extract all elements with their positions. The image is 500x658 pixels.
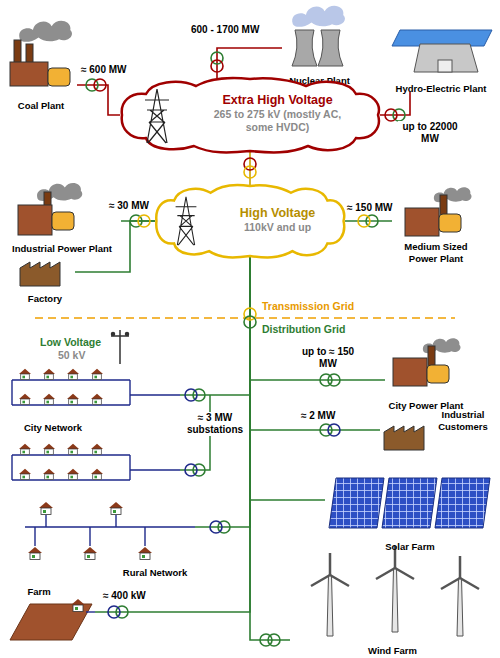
industrial-plant-icon (18, 183, 82, 235)
node-label: Farm (17, 586, 61, 598)
text-box: High Voltage110kV and up (220, 206, 335, 234)
node-label: Medium Sized Power Plant (396, 241, 476, 265)
farm: Farm (5, 586, 95, 648)
medium-plant-icon (405, 187, 472, 236)
city-network-wiring (12, 380, 180, 480)
distribution-line (95, 257, 250, 612)
pylon-icon (142, 88, 172, 144)
node-label: Industrial Customers (430, 409, 496, 433)
industrial-customers: Industrial Customers (380, 405, 498, 455)
nuclear-plant-icon (292, 6, 345, 66)
farm-icon (10, 599, 95, 640)
text-box: Medium Sized Power Plant (396, 241, 476, 265)
transmission-line (249, 152, 251, 185)
text-box: Extra High Voltage265 to 275 kV (mostly … (200, 93, 355, 134)
transmission-line (77, 85, 120, 115)
wind-farm: Wind Farm (290, 552, 495, 654)
node-label: Solar Farm (385, 541, 435, 553)
text-box: Solar Farm (325, 536, 495, 554)
text-box: Farm (17, 586, 61, 598)
voltage-value: 50 kV (58, 349, 85, 362)
rating-label: ≈ 3 MW substations (182, 412, 248, 436)
rating-label: ≈ 150 MW (346, 202, 394, 214)
rating-label: up to 22000 MW (398, 121, 462, 145)
distribution-line (345, 220, 392, 222)
node-sublabel: 265 to 275 kV (mostly AC, some HVDC) (200, 108, 355, 134)
customer-factory-icon (384, 426, 424, 450)
transmission-line (217, 48, 282, 78)
nuclear-plant: Nuclear Plant (282, 0, 357, 84)
distribution-line (250, 257, 325, 500)
rural-network-wiring (25, 502, 195, 560)
text-box: Rural Network (115, 567, 195, 579)
factory: Factory (15, 258, 75, 302)
pylon-icon (173, 196, 199, 246)
node-label: Factory (28, 293, 62, 305)
factory-icon (20, 262, 60, 286)
text-box: Hydro-Electric Plant (386, 78, 496, 96)
voltage-level: Low Voltage (40, 336, 101, 349)
coal-plant: Coal Plant (5, 15, 77, 110)
rating-label: ≈ 400 kW (102, 590, 147, 602)
medium-power-plant: Medium Sized Power Plant (392, 185, 480, 269)
utility-pole (111, 330, 129, 364)
industrial-power-plant: Industrial Power Plant (3, 180, 121, 252)
rating-label: 600 - 1700 MW (190, 24, 260, 36)
high-voltage-cloud: High Voltage110kV and up (155, 185, 345, 257)
text-box: Industrial Customers (430, 409, 496, 433)
coal-plant-icon (10, 21, 72, 86)
text-box: Coal Plant (5, 95, 77, 113)
node-label: Wind Farm (368, 645, 417, 657)
text-box: City Network (13, 422, 93, 434)
transformers (86, 52, 405, 646)
text-box: Industrial Power Plant (3, 238, 121, 256)
node-label: Industrial Power Plant (12, 243, 112, 255)
text-box: Factory (15, 288, 75, 306)
rating-label: up to ≈ 150 MW (296, 346, 360, 370)
rating-label: ≈ 2 MW (300, 410, 336, 422)
solar-panels (329, 478, 490, 528)
city-network: City Network (5, 360, 180, 490)
rating-label: ≈ 30 MW (108, 200, 150, 212)
hydro-plant: Hydro-Electric Plant (386, 28, 496, 92)
distribution-line (180, 257, 250, 395)
node-label: High Voltage (220, 206, 335, 221)
city-power-plant: City Power Plant (385, 335, 467, 410)
node-label: Hydro-Electric Plant (396, 83, 487, 95)
text-box: Wind Farm (290, 640, 495, 658)
solar-farm: Solar Farm (325, 472, 495, 552)
city-plant-icon (393, 338, 461, 386)
extra-high-voltage-cloud: Extra High Voltage265 to 275 kV (mostly … (120, 78, 380, 152)
wind-turbines (311, 546, 479, 636)
grid-name: Transmission Grid (262, 300, 354, 313)
rural-network: Rural Network (5, 505, 195, 587)
distribution-line (250, 257, 380, 430)
node-sublabel: 110kV and up (220, 221, 335, 234)
node-label: Extra High Voltage (200, 93, 355, 108)
node-label: Coal Plant (18, 100, 64, 112)
grid-name: Distribution Grid (262, 323, 345, 336)
node-label: Rural Network (115, 567, 195, 579)
node-label: City Network (13, 422, 93, 434)
rating-label: ≈ 600 MW (80, 64, 128, 76)
hydro-plant-icon (392, 30, 492, 72)
